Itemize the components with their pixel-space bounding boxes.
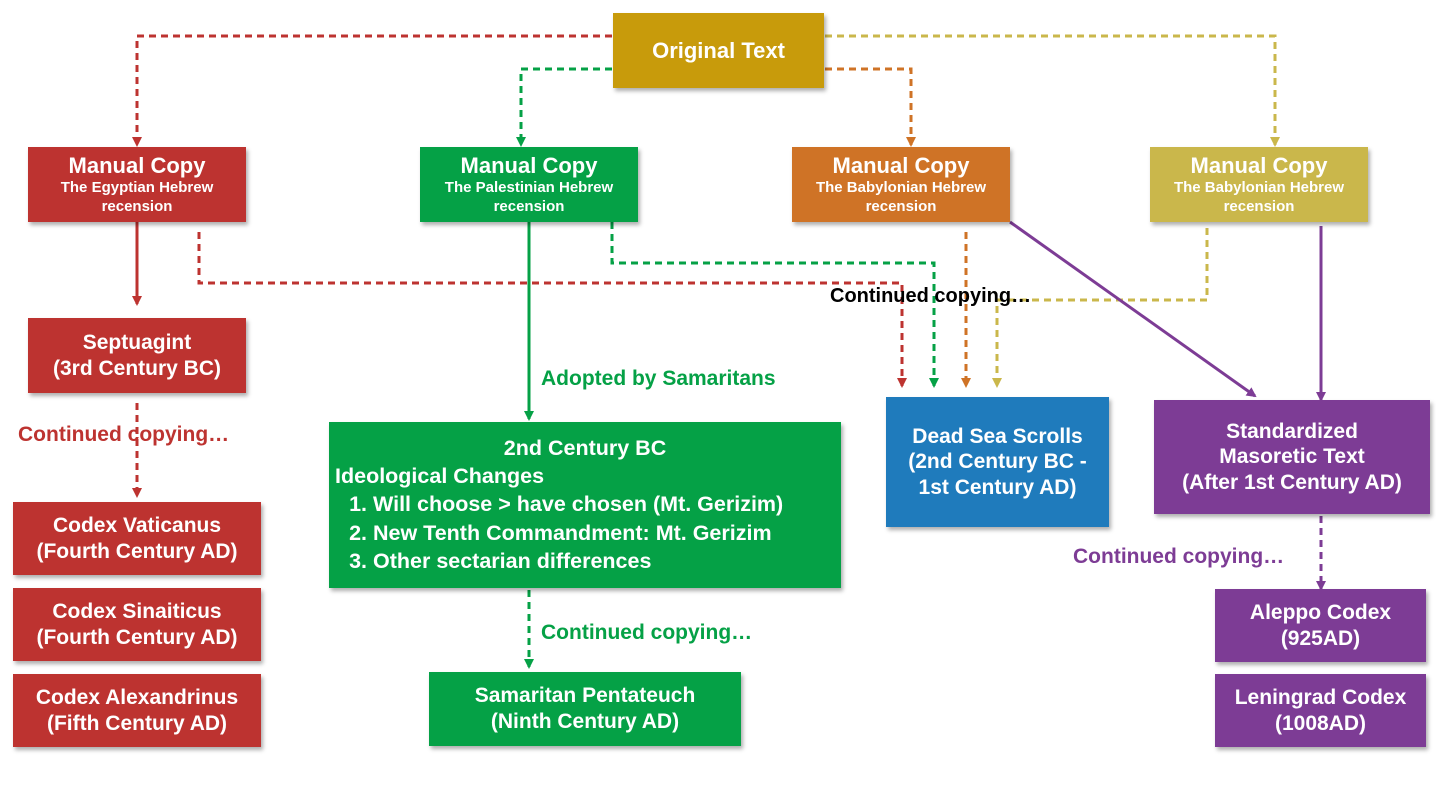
codex-alexandrinus-box: Codex Alexandrinus (Fifth Century AD)	[13, 674, 261, 747]
recension-subtitle: recension	[865, 198, 937, 216]
recension-babylonian-orange-box: Manual Copy The Babylonian Hebrew recens…	[792, 147, 1010, 222]
recension-title: Manual Copy	[1190, 152, 1328, 178]
arrow-original-to-babylonian-yellow	[825, 34, 1280, 147]
septuagint-box: Septuagint (3rd Century BC)	[28, 318, 246, 393]
aleppo-codex-box: Aleppo Codex (925AD)	[1215, 589, 1426, 662]
ideological-change-item: Will choose > have chosen (Mt. Gerizim)	[373, 490, 835, 519]
ideological-change-item: New Tenth Commandment: Mt. Gerizim	[373, 519, 835, 548]
recension-subtitle: The Babylonian Hebrew	[1173, 178, 1345, 196]
ideological-change-item: Other sectarian differences	[373, 547, 835, 576]
codex-date: (Fifth Century AD)	[46, 711, 228, 735]
recension-title: Manual Copy	[832, 152, 970, 178]
recension-title: Manual Copy	[68, 152, 206, 178]
codex-date: (1008AD)	[1274, 711, 1367, 735]
septuagint-name: Septuagint	[82, 330, 192, 354]
masoretic-text-box: Standardized Masoretic Text (After 1st C…	[1154, 400, 1430, 514]
codex-date: (Fourth Century AD)	[36, 539, 238, 563]
recension-subtitle: recension	[1223, 198, 1295, 216]
codex-name: Codex Vaticanus	[52, 513, 222, 537]
arrow-original-to-babylonian-orange	[825, 67, 916, 147]
ideological-change-list: Will choose > have chosen (Mt. Gerizim) …	[335, 490, 835, 576]
codex-name: Codex Alexandrinus	[35, 685, 239, 709]
arrow-babylonian-orange-to-masoretic	[1009, 220, 1257, 398]
deadsea-name: Dead Sea Scrolls	[912, 424, 1083, 448]
arrow-egyptian-to-deadsea	[197, 232, 907, 388]
arrow-babylonian-yellow-to-deadsea	[992, 228, 1209, 388]
deadsea-date: (2nd Century BC -	[908, 450, 1087, 474]
masoretic-date: (After 1st Century AD)	[1182, 470, 1402, 494]
ideological-heading: 2nd Century BC	[503, 436, 667, 460]
codex-sinaiticus-box: Codex Sinaiticus (Fourth Century AD)	[13, 588, 261, 661]
septuagint-date: (3rd Century BC)	[52, 356, 221, 380]
egyptian-continued-label: Continued copying…	[18, 423, 230, 446]
codex-date: (925AD)	[1280, 626, 1361, 650]
adopted-by-samaritans-label: Adopted by Samaritans	[541, 367, 776, 390]
codex-vaticanus-box: Codex Vaticanus (Fourth Century AD)	[13, 502, 261, 575]
recension-subtitle: recension	[101, 198, 173, 216]
codex-name: Codex Sinaiticus	[52, 599, 222, 623]
codex-date: (Fourth Century AD)	[36, 625, 238, 649]
arrow-original-to-egyptian	[132, 34, 612, 147]
pentateuch-date: (Ninth Century AD)	[490, 710, 680, 733]
recension-subtitle: The Egyptian Hebrew	[60, 178, 214, 196]
pentateuch-name: Samaritan Pentateuch	[474, 684, 696, 708]
codex-name: Leningrad Codex	[1234, 685, 1407, 709]
arrow-palestinian-to-deadsea	[610, 222, 939, 388]
palestinian-continued-label: Continued copying…	[541, 621, 753, 644]
recension-subtitle: The Babylonian Hebrew	[815, 178, 987, 196]
masoretic-name: Masoretic Text	[1219, 445, 1365, 469]
leningrad-codex-box: Leningrad Codex (1008AD)	[1215, 674, 1426, 747]
ideological-changes-box: 2nd Century BC Ideological Changes Will …	[329, 422, 841, 588]
recension-babylonian-yellow-box: Manual Copy The Babylonian Hebrew recens…	[1150, 147, 1368, 222]
recension-egyptian-box: Manual Copy The Egyptian Hebrew recensio…	[28, 147, 246, 222]
deadsea-date: 1st Century AD)	[918, 475, 1077, 499]
samaritan-pentateuch-box: Samaritan Pentateuch (Ninth Century AD)	[429, 672, 741, 746]
ideological-subheading: Ideological Changes	[335, 464, 545, 488]
original-text-label: Original Text	[652, 37, 785, 63]
recension-subtitle: The Palestinian Hebrew	[444, 178, 614, 196]
masoretic-continued-label: Continued copying…	[1073, 545, 1285, 568]
codex-name: Aleppo Codex	[1249, 600, 1392, 624]
deadsea-continued-label: Continued copying…	[830, 285, 1032, 307]
recension-palestinian-box: Manual Copy The Palestinian Hebrew recen…	[420, 147, 638, 222]
dead-sea-scrolls-box: Dead Sea Scrolls (2nd Century BC - 1st C…	[886, 397, 1109, 527]
recension-title: Manual Copy	[460, 152, 598, 178]
masoretic-name: Standardized	[1226, 419, 1358, 443]
recension-subtitle: recension	[493, 198, 565, 216]
original-text-box: Original Text	[613, 13, 824, 88]
arrow-original-to-palestinian	[516, 67, 612, 147]
